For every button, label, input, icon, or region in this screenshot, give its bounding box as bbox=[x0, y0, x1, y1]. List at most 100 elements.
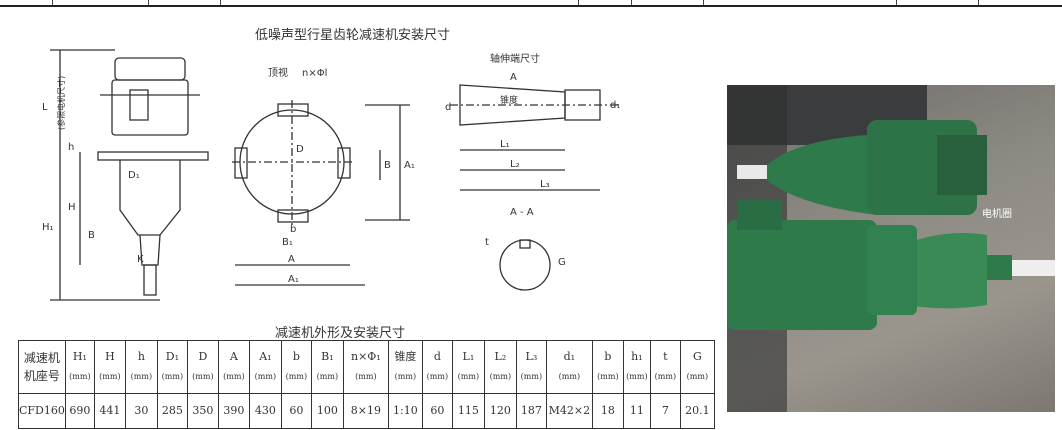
column-header: A(mm) bbox=[217, 340, 250, 394]
column-header: h₁ (mm) bbox=[622, 340, 651, 394]
column-header-label: A bbox=[229, 350, 238, 363]
column-header-label: L₂ bbox=[494, 350, 507, 363]
column-header-label: h₁ bbox=[631, 350, 643, 363]
svg-text:L: L bbox=[42, 102, 48, 113]
column-header: D (mm) bbox=[186, 340, 219, 394]
table-cell: 120 bbox=[483, 393, 517, 429]
svg-text:B₁: B₁ bbox=[282, 237, 293, 248]
svg-text:G: G bbox=[558, 257, 566, 268]
column-header: G (mm) bbox=[679, 340, 715, 394]
column-header: L₃ (mm) bbox=[515, 340, 547, 394]
table-cell: 350 bbox=[186, 393, 219, 429]
column-header-label: L₁ bbox=[462, 350, 475, 363]
header-line: 机座号 bbox=[23, 369, 60, 383]
column-header: D₁ (mm) bbox=[156, 340, 188, 394]
column-header: h (mm) bbox=[124, 340, 158, 394]
column-header-label: D bbox=[198, 350, 208, 363]
column-unit: (mm) bbox=[69, 372, 91, 381]
column-header: d (mm) bbox=[421, 340, 453, 394]
svg-text:L₁: L₁ bbox=[500, 139, 510, 150]
column-unit: (mm) bbox=[426, 372, 449, 381]
svg-text:A₁: A₁ bbox=[404, 160, 415, 171]
table-header-row: 减速机 机座号 H₁(mm)H(mm)h(mm)D₁(mm)D(mm)A(mm)… bbox=[18, 340, 715, 394]
table-cell: 430 bbox=[248, 393, 282, 429]
column-unit: (mm) bbox=[597, 372, 619, 381]
column-unit: (mm) bbox=[161, 372, 184, 381]
column-header: t(mm) bbox=[649, 340, 681, 394]
table-cell: 11 bbox=[622, 393, 651, 429]
column-header: H (mm) bbox=[93, 340, 126, 394]
table-cell: 60 bbox=[421, 393, 453, 429]
table-title: 减速机外形及安装尺寸 bbox=[275, 326, 406, 341]
column-header-label: t bbox=[663, 350, 668, 363]
column-header: L₂(mm) bbox=[483, 340, 517, 394]
column-header-label: b bbox=[292, 350, 300, 363]
column-unit: (mm) bbox=[130, 372, 153, 381]
column-unit: (mm) bbox=[686, 372, 709, 381]
column-header-label: H₁ bbox=[72, 350, 87, 363]
column-unit: (mm) bbox=[254, 372, 277, 381]
column-unit: (mm) bbox=[520, 372, 543, 381]
column-header-label: G bbox=[692, 350, 702, 363]
column-header: n×Φ₁(mm) bbox=[342, 340, 389, 394]
shaft-end-view bbox=[450, 84, 620, 291]
column-header: b (mm) bbox=[591, 340, 624, 394]
table-cell: 100 bbox=[310, 393, 344, 429]
header-line: 减速机 bbox=[23, 351, 60, 365]
svg-text:轴伸端尺寸: 轴伸端尺寸 bbox=[490, 52, 540, 65]
column-unit: (mm) bbox=[99, 372, 121, 381]
column-unit: (mm) bbox=[316, 372, 339, 381]
svg-text:顶视: 顶视 bbox=[268, 66, 288, 79]
table-cell: 7 bbox=[649, 393, 681, 429]
svg-text:H: H bbox=[68, 202, 76, 213]
svg-text:D₁: D₁ bbox=[128, 170, 140, 181]
svg-text:h: h bbox=[68, 142, 74, 153]
column-unit: (mm) bbox=[192, 372, 214, 381]
column-header: b (mm) bbox=[280, 340, 312, 394]
svg-text:L₃: L₃ bbox=[540, 179, 550, 190]
svg-text:锥度: 锥度 bbox=[500, 94, 518, 106]
table-cell: CFD160 bbox=[18, 393, 66, 429]
svg-text:A: A bbox=[288, 254, 295, 265]
column-header-label: d₁ bbox=[563, 350, 576, 363]
column-header-label: B₁ bbox=[321, 350, 334, 363]
column-unit: (mm) bbox=[285, 372, 308, 381]
column-header-label: n×Φ₁ bbox=[351, 350, 381, 363]
column-header: L₁(mm) bbox=[451, 340, 485, 394]
top-view bbox=[232, 100, 410, 286]
column-unit: (mm) bbox=[558, 372, 581, 381]
table-cell: 390 bbox=[217, 393, 250, 429]
column-header-label: D₁ bbox=[165, 350, 179, 363]
table-cell: 1:10 bbox=[387, 393, 423, 429]
product-photo: 电机圈 bbox=[727, 85, 1055, 412]
svg-text:H₁: H₁ bbox=[42, 222, 54, 233]
column-header: d₁ (mm) bbox=[545, 340, 593, 394]
table-cell: 441 bbox=[93, 393, 126, 429]
page-title: 低噪声型行星齿轮减速机安装尺寸 bbox=[255, 28, 451, 43]
column-header-label: h bbox=[137, 350, 145, 363]
svg-text:A: A bbox=[510, 72, 517, 83]
table-cell: 187 bbox=[515, 393, 547, 429]
table-cell: 18 bbox=[591, 393, 624, 429]
column-unit: (mm) bbox=[626, 372, 648, 381]
column-header-label: L₃ bbox=[525, 350, 538, 363]
photo-watermark: 电机圈 bbox=[982, 209, 1012, 220]
table-cell: 285 bbox=[156, 393, 188, 429]
column-header-label: H bbox=[105, 350, 115, 363]
header-model: 减速机 机座号 bbox=[18, 340, 66, 394]
column-header: B₁ (mm) bbox=[310, 340, 344, 394]
column-header-label: b bbox=[604, 350, 612, 363]
svg-text:K: K bbox=[137, 254, 144, 265]
dimension-table: 减速机 机座号 H₁(mm)H(mm)h(mm)D₁(mm)D(mm)A(mm)… bbox=[18, 340, 715, 429]
svg-text:n×Φl: n×Φl bbox=[302, 68, 327, 79]
column-header-label: d bbox=[433, 350, 441, 363]
svg-text:b: b bbox=[290, 224, 296, 235]
svg-text:d₁: d₁ bbox=[610, 100, 620, 111]
svg-text:L₂: L₂ bbox=[510, 159, 520, 170]
table-cell: 115 bbox=[451, 393, 485, 429]
table-cell: 20.1 bbox=[679, 393, 715, 429]
svg-text:D: D bbox=[296, 144, 304, 155]
reducer-photo-illustration bbox=[727, 85, 1055, 412]
column-unit: (mm) bbox=[394, 372, 417, 381]
